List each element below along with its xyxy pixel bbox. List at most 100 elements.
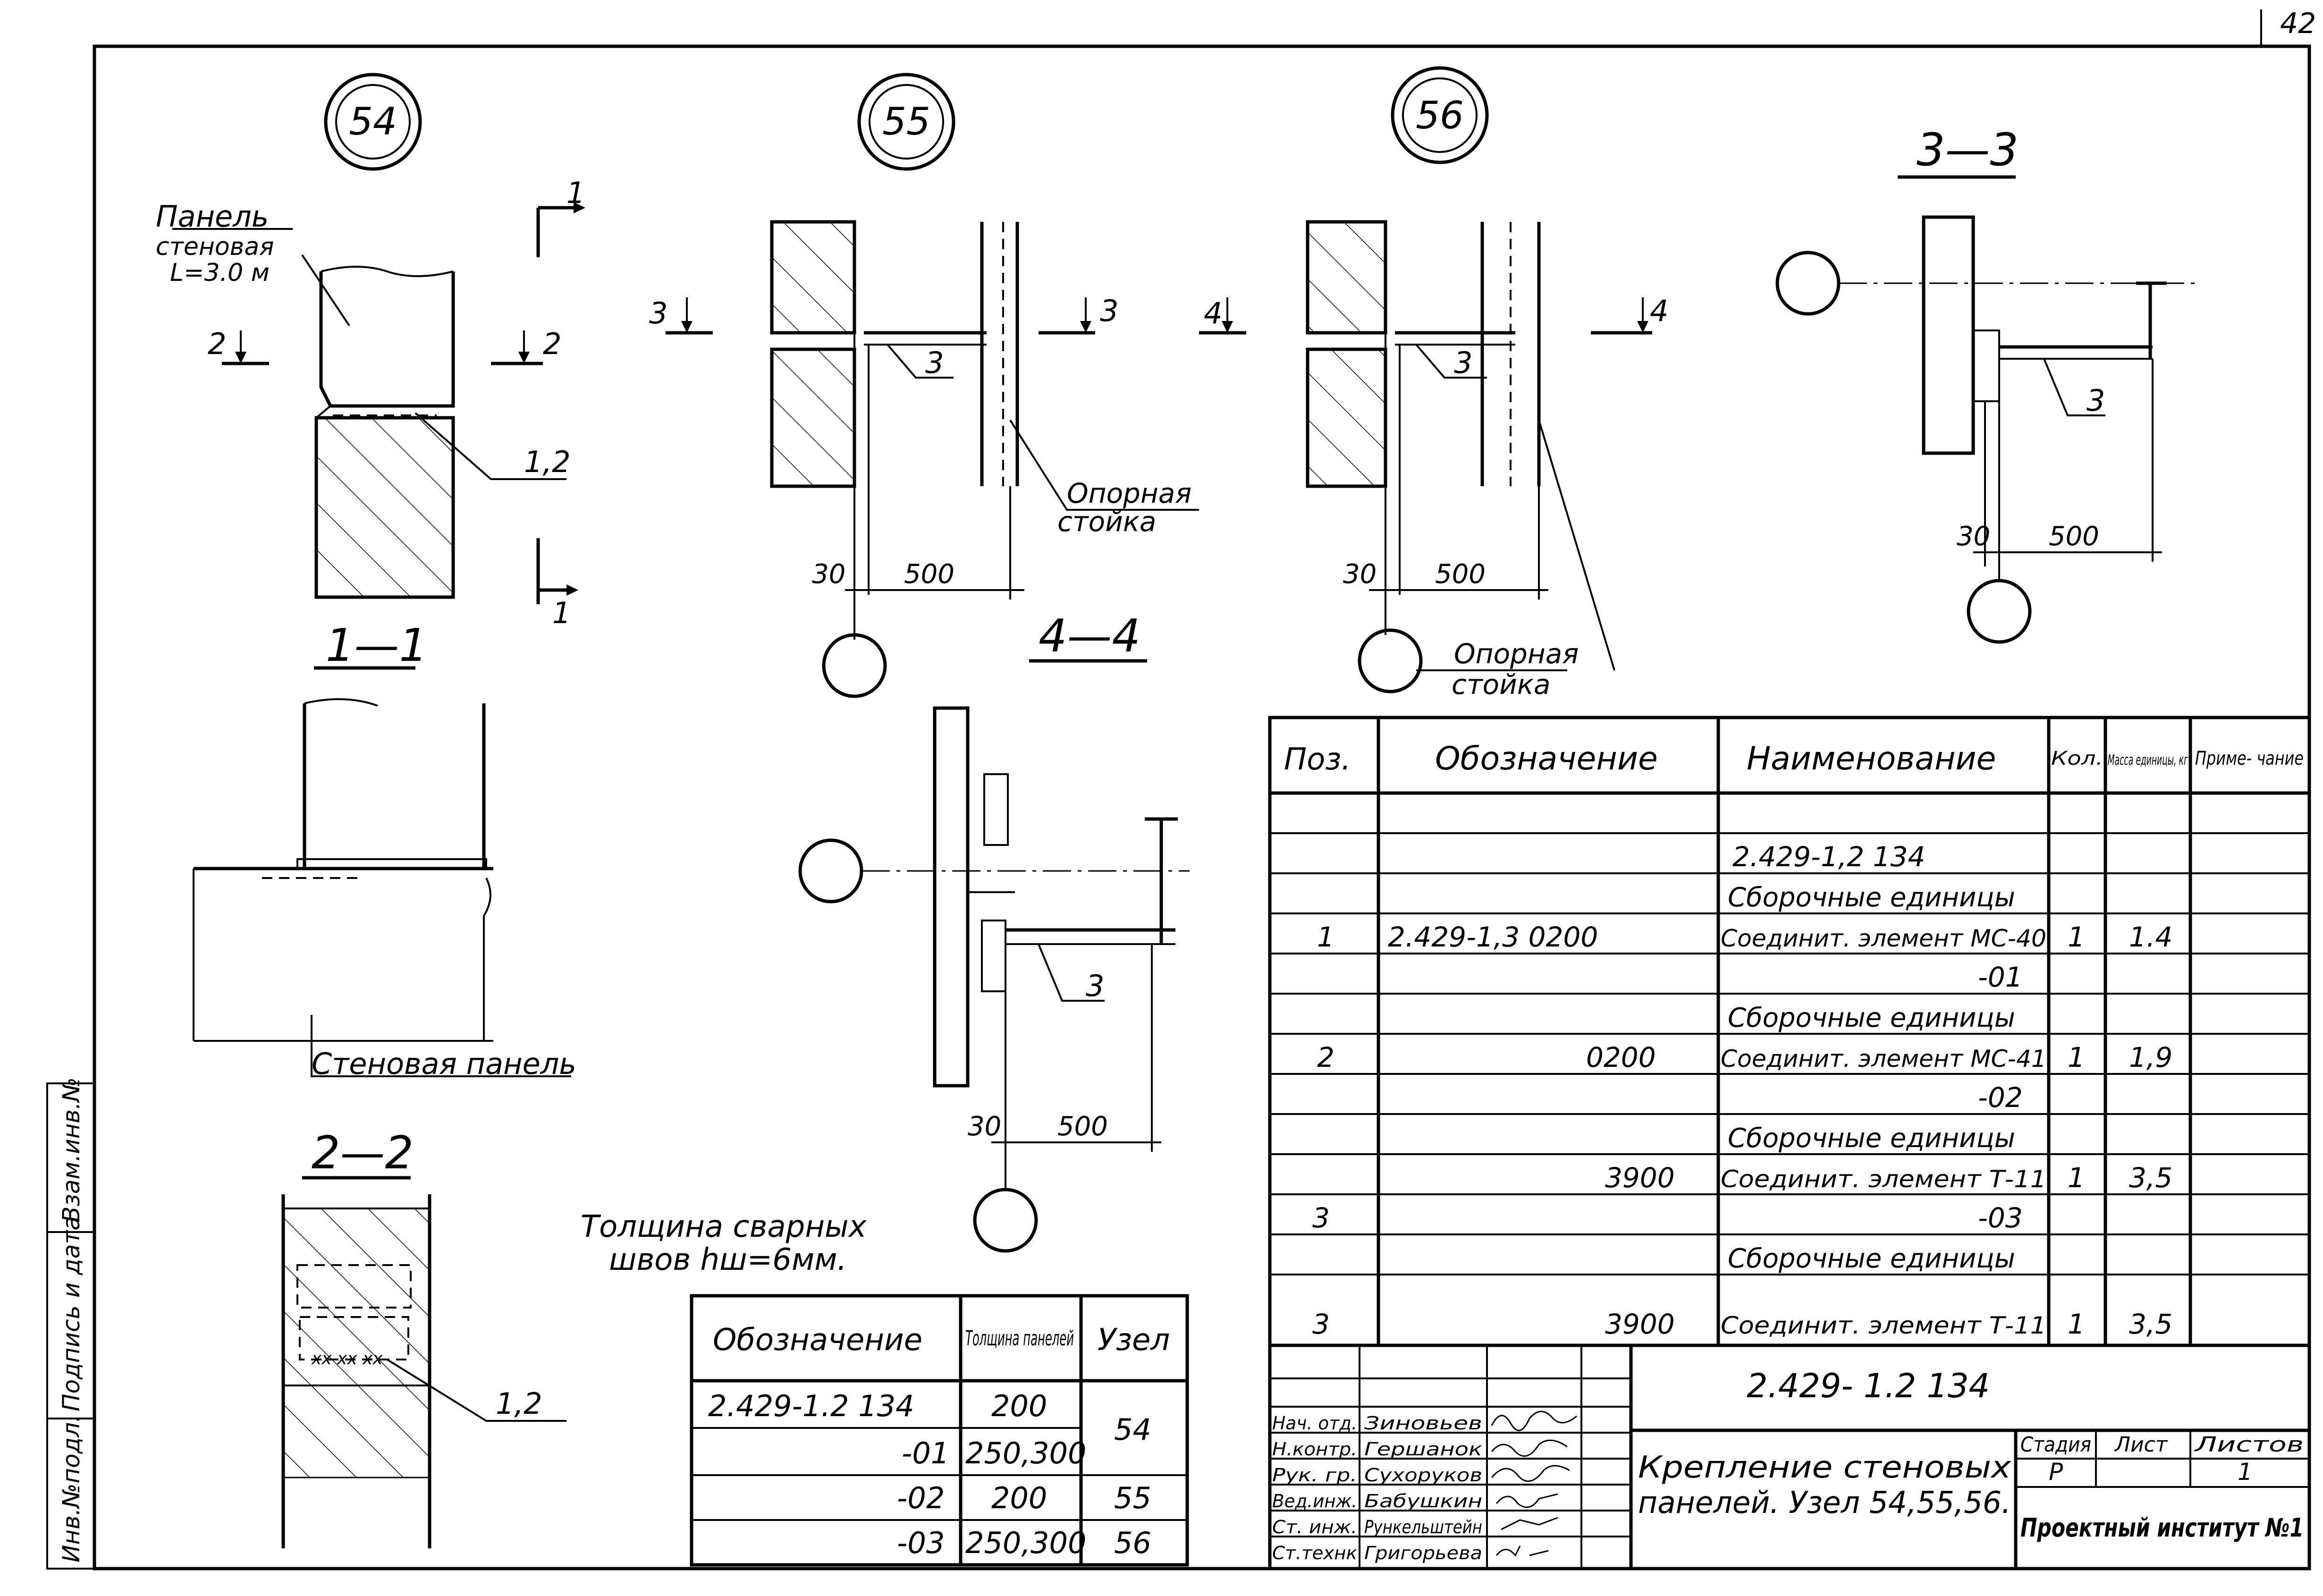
spec-row7-mass: 1,9 bbox=[2129, 1041, 2172, 1073]
dim-30-33: 30 bbox=[1957, 521, 1990, 552]
dim-500-55: 500 bbox=[904, 559, 955, 590]
thickness-row1-code: 2.429-1.2 134 bbox=[708, 1389, 914, 1423]
spec-row13-mass: 3,5 bbox=[2129, 1308, 2172, 1340]
title-block-sheet: 1 bbox=[2238, 1458, 2253, 1486]
svg-text:xx xx xx: xx xx xx bbox=[311, 1349, 383, 1368]
spec-header-qty: Кол. bbox=[2051, 748, 2103, 769]
section-4-mark-left: 4 bbox=[1204, 296, 1222, 330]
spec-row7-qty: 1 bbox=[2068, 1041, 2085, 1073]
weld-note-line1: Толщина сварных bbox=[581, 1209, 867, 1244]
section-1-1-title: 1—1 bbox=[326, 620, 428, 672]
stamp-inv-label: Инв.№подл. bbox=[58, 1415, 85, 1562]
node-55-label: 55 bbox=[882, 100, 930, 144]
spec-row4-name: Соединит. элемент МС-40 bbox=[1721, 925, 2046, 952]
signature-role-3: Рук. гр. bbox=[1272, 1465, 1357, 1486]
left-stamp: Взам.инв.№ Подпись и дата Инв.№подл. bbox=[46, 1077, 95, 1570]
dim-30-55: 30 bbox=[812, 559, 845, 590]
panel-callout-line2: стеновая bbox=[156, 233, 274, 261]
spec-header-name: Наименование bbox=[1747, 740, 1996, 777]
title-block-sheets-label: Листов bbox=[2194, 1433, 2304, 1457]
support-callout-4: стойка bbox=[1452, 668, 1550, 701]
section-3-mark-left: 3 bbox=[649, 296, 667, 330]
spec-row5-name: -01 bbox=[1978, 961, 2023, 993]
thickness-row1-thickness: 200 bbox=[991, 1389, 1047, 1423]
spec-row13-designation: 3900 bbox=[1605, 1308, 1675, 1340]
wall-panel-callout: Стеновая панель bbox=[312, 1047, 576, 1081]
spec-row10-qty: 1 bbox=[2068, 1162, 2085, 1194]
title-block: 2.429- 1.2 134 Крепление стеновых панеле… bbox=[1268, 1343, 2311, 1571]
support-callout-3: Опорная bbox=[1454, 638, 1579, 670]
spec-header-pos: Поз. bbox=[1284, 742, 1351, 777]
dim-500-44: 500 bbox=[1057, 1111, 1108, 1142]
dim-30-44: 30 bbox=[968, 1111, 1001, 1142]
ref-circle-55 bbox=[822, 633, 887, 698]
title-block-title-line1: Крепление стеновых bbox=[1638, 1450, 2011, 1485]
detail-node-55: 3 Опорная стойка 30 500 3 3 bbox=[649, 220, 1199, 698]
dim-30-56: 30 bbox=[1343, 559, 1377, 590]
support-callout-2: стойка bbox=[1057, 506, 1156, 538]
detail-node-56: 3 Опорная стойка 30 500 4 4 bbox=[1199, 220, 1668, 701]
spec-header-designation: Обозначение bbox=[1435, 740, 1658, 777]
spec-row7-pos: 2 bbox=[1317, 1041, 1335, 1073]
section-2-mark-left: 2 bbox=[208, 327, 226, 361]
spec-row7-name: Соединит. элемент МС-41 bbox=[1721, 1045, 2046, 1072]
dim-500-33: 500 bbox=[2049, 521, 2099, 552]
section-4-4: 4—4 3 30 500 bbox=[798, 610, 1190, 1253]
title-block-organization: Проектный институт №1 bbox=[2020, 1513, 2304, 1543]
signature-name-3: Сухоруков bbox=[1364, 1465, 1482, 1486]
pos-3-callout-33: 3 bbox=[2086, 383, 2105, 418]
signature-role-4: Вед.инж. bbox=[1272, 1491, 1357, 1512]
handwritten-signatures bbox=[1491, 1410, 1577, 1557]
ref-circle-44-bottom bbox=[973, 1188, 1038, 1253]
spec-row9-name: Сборочные единицы bbox=[1728, 1123, 2015, 1154]
panel-callout-line3: L=3.0 м bbox=[170, 259, 270, 287]
title-block-title-line2: панелей. Узел 54,55,56. bbox=[1638, 1486, 2011, 1520]
signature-role-5: Ст. инж. bbox=[1272, 1517, 1357, 1537]
node-54-label: 54 bbox=[349, 100, 397, 144]
ref-circle-33-top bbox=[1775, 251, 1841, 316]
title-block-stage: Р bbox=[2049, 1458, 2063, 1486]
signature-role-1: Нач. отд. bbox=[1272, 1413, 1357, 1434]
title-block-stage-label: Стадия bbox=[2020, 1433, 2091, 1457]
thickness-node-54: 54 bbox=[1114, 1412, 1151, 1447]
spec-row8-name: -02 bbox=[1978, 1081, 2023, 1114]
spec-header-mass: Масса единицы, кг bbox=[2108, 752, 2188, 768]
thickness-header-thickness: Толщина панелей bbox=[965, 1326, 1074, 1351]
spec-row13-qty: 1 bbox=[2068, 1308, 2085, 1340]
section-2-2: 2—2 xx xx xx 1,2 bbox=[281, 1127, 566, 1548]
section-2-mark-right: 2 bbox=[543, 327, 561, 361]
section-4-4-title: 4—4 bbox=[1039, 610, 1140, 662]
signature-name-5: Рункельштейн bbox=[1364, 1517, 1482, 1537]
spec-row4-pos: 1 bbox=[1317, 921, 1335, 953]
ref-circle-33-bottom bbox=[1967, 579, 2032, 644]
signature-name-2: Гершанок bbox=[1364, 1439, 1482, 1460]
section-1-mark-top: 1 bbox=[566, 176, 585, 210]
section-3-3: 3—3 3 30 500 bbox=[1775, 124, 2195, 644]
node-54-marker: 54 bbox=[324, 73, 422, 171]
spec-row13-name: Соединит. элемент Т-11 bbox=[1721, 1312, 2046, 1339]
section-4-mark-right: 4 bbox=[1650, 294, 1668, 328]
thickness-table: Обозначение Толщина панелей Узел 2.429-1… bbox=[690, 1294, 1189, 1567]
spec-row6-name: Сборочные единицы bbox=[1728, 1003, 2015, 1033]
stamp-podpis-label: Подпись и дата bbox=[58, 1216, 85, 1411]
node-56-label: 56 bbox=[1416, 93, 1464, 137]
pos-12-callout-2: 1,2 bbox=[496, 1386, 542, 1421]
title-block-doc-code: 2.429- 1.2 134 bbox=[1747, 1367, 1990, 1405]
stamp-vzam-label: Взам.инв.№ bbox=[58, 1077, 85, 1223]
spec-row4-qty: 1 bbox=[2068, 921, 2085, 953]
signature-name-4: Бабушкин bbox=[1364, 1491, 1482, 1512]
spec-row10-designation: 3900 bbox=[1605, 1162, 1675, 1194]
spec-row2-name: 2.429-1,2 134 bbox=[1732, 841, 1925, 873]
section-3-3-title: 3—3 bbox=[1917, 124, 2019, 176]
thickness-header-code: Обозначение bbox=[713, 1323, 922, 1358]
spec-header-note: Приме- чание bbox=[2195, 748, 2304, 769]
spec-row10-mass: 3,5 bbox=[2129, 1162, 2172, 1194]
thickness-row4-thickness: 250,300 bbox=[965, 1526, 1086, 1560]
node-55-marker: 55 bbox=[857, 73, 955, 171]
spec-row11-name: -03 bbox=[1978, 1202, 2023, 1234]
spec-row4-designation: 2.429-1,3 0200 bbox=[1388, 921, 1598, 953]
pos-3-callout-44: 3 bbox=[1086, 969, 1104, 1003]
signature-name-6: Григорьева bbox=[1364, 1543, 1482, 1563]
